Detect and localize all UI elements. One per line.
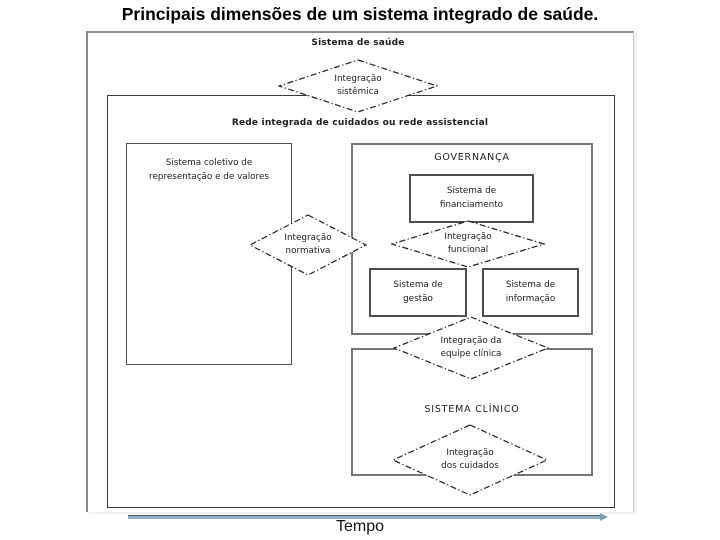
page-title: Principais dimensões de um sistema integ… [121, 4, 599, 24]
diamond-shape-icon [249, 214, 367, 276]
diamond-shape-icon [393, 316, 549, 380]
tempo-arrow-head-icon [600, 513, 608, 521]
team-integration-label: Integração da equipe clínica [440, 335, 502, 359]
diamond-shape-icon [391, 220, 545, 268]
diamond-shape-icon [278, 59, 438, 113]
care-integration-label: Integração dos cuidados [441, 447, 499, 471]
normative-integration-label: Integração normativa [284, 232, 332, 256]
care-integration-diamond: Integração dos cuidados [392, 424, 548, 496]
collective-values-box: Sistema coletivo de representação e de v… [126, 143, 292, 365]
normative-integration-diamond: Integração normativa [249, 214, 367, 276]
tempo-label: Tempo [335, 518, 385, 535]
diamond-shape-icon [392, 424, 548, 496]
functional-integration-diamond: Integração funcional [391, 220, 545, 268]
financing-label: Sistema de financiamento [439, 186, 504, 210]
systemic-integration-label: Integração sistêmica [334, 73, 382, 97]
network-label: Rede integrada de cuidados ou rede assis… [231, 118, 489, 128]
functional-integration-label: Integração funcional [444, 231, 492, 255]
management-label: Sistema de gestão [393, 280, 443, 304]
information-label: Sistema de informação [505, 280, 556, 304]
health-system-label: Sistema de saúde [311, 38, 405, 48]
financing-box: Sistema de financiamento [409, 174, 534, 223]
team-integration-diamond: Integração da equipe clínica [393, 316, 549, 380]
collective-values-label: Sistema coletivo de representação e de v… [149, 158, 269, 182]
information-box: Sistema de informação [482, 268, 579, 317]
management-box: Sistema de gestão [369, 268, 467, 317]
tempo-arrow-line [128, 515, 600, 519]
systemic-integration-diamond: Integração sistêmica [278, 59, 438, 113]
clinical-system-label: SISTEMA CLÍNICO [424, 404, 520, 415]
governance-label: GOVERNANÇA [434, 152, 510, 163]
